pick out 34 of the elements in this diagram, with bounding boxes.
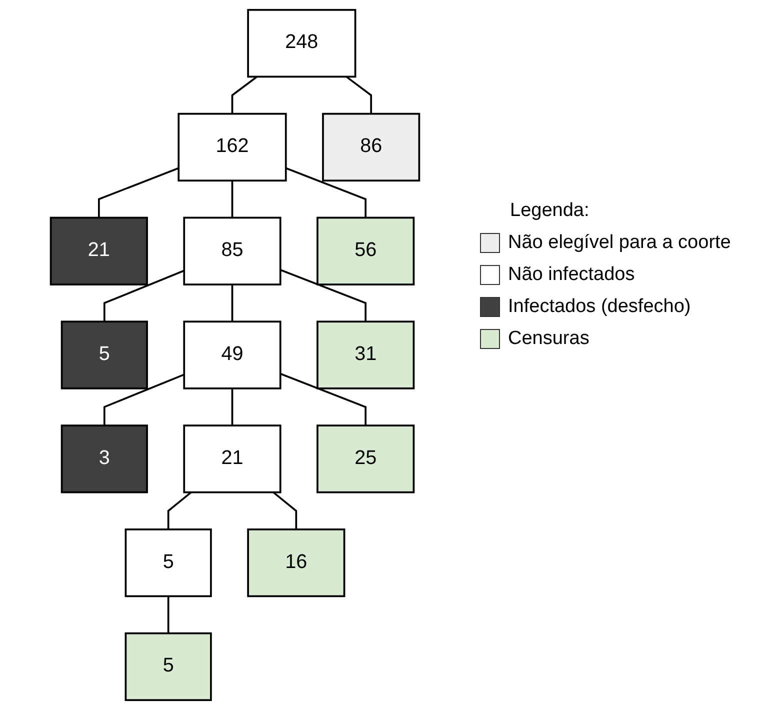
connector [231,180,234,218]
node-box: 56 [316,216,415,286]
legend-text: Não elegível para a coorte [508,232,731,254]
node-box: 21 [50,216,148,286]
node-box: 5 [124,632,212,702]
connector [103,270,184,322]
connector [167,596,170,634]
legend-heading: Legenda: [510,200,590,222]
connector [280,268,367,322]
node-box: 16 [247,528,346,598]
connector [98,167,179,218]
node-box: 21 [183,424,282,494]
node-box: 248 [247,8,356,78]
connector [231,76,258,114]
node-box: 86 [322,112,420,182]
connector [286,167,367,218]
node-box: 3 [60,424,148,494]
connector [167,492,192,530]
node-box: 25 [316,424,415,494]
node-box: 85 [183,216,282,286]
connector [103,374,184,426]
node-box: 162 [178,112,287,182]
legend-text: Censuras [508,328,590,350]
connector [231,388,234,426]
connector [346,76,372,114]
node-box: 5 [124,528,212,598]
node-box: 5 [60,320,148,390]
connector [280,372,367,426]
legend-text: Infectados (desfecho) [508,296,691,318]
node-box: 31 [316,320,415,390]
node-box: 49 [183,320,282,390]
connector [231,284,234,322]
connector [272,492,298,530]
legend-text: Não infectados [508,264,635,286]
